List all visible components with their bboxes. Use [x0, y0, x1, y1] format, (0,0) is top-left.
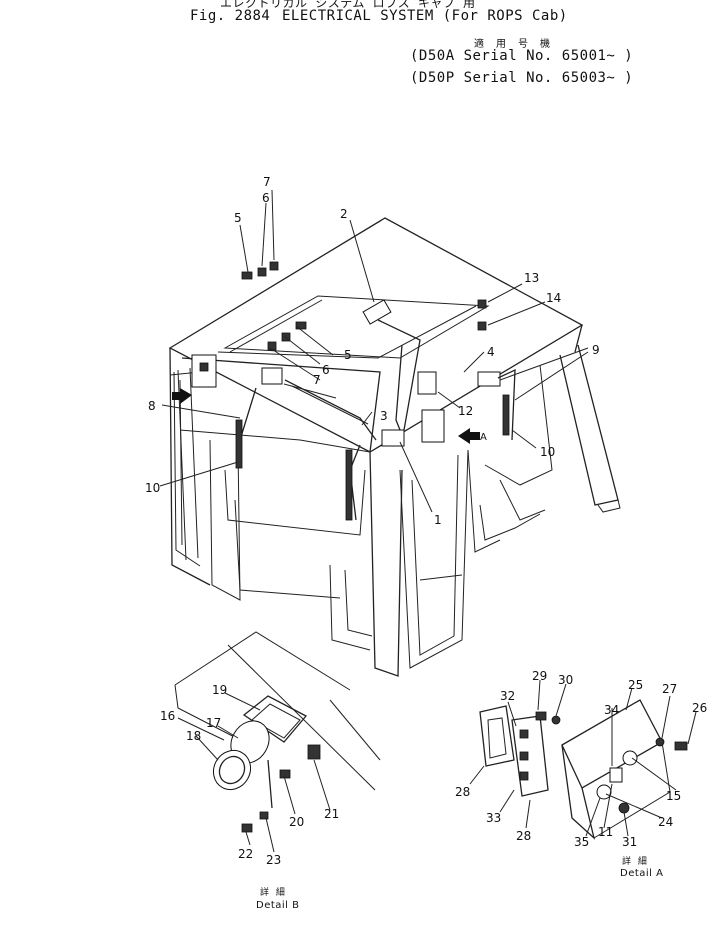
wiper-motor-right — [477, 368, 516, 441]
callout-7-top: 7 — [263, 175, 271, 189]
callout-14: 14 — [546, 291, 561, 305]
page-title: ELECTRICAL SYSTEM (For ROPS Cab) — [282, 8, 568, 24]
detail-b-jp-label: 詳 細 — [260, 886, 287, 898]
callout-15: 15 — [666, 789, 681, 803]
wiper-linkage — [284, 379, 377, 441]
bolts-top — [241, 261, 487, 351]
arrow-b-label: B — [172, 392, 179, 403]
wiper-motor-front — [345, 429, 405, 521]
callout-numbers: 1 2 3 4 5 5 6 6 7 7 8 9 10 10 11 12 13 1… — [145, 175, 707, 867]
small-lamp-left — [191, 354, 217, 388]
arrow-a-label: A — [480, 432, 487, 443]
callout-7-mid: 7 — [313, 373, 321, 387]
detail-b-drawing — [174, 631, 381, 833]
callout-5-mid: 5 — [344, 348, 352, 362]
serial-range-d50p: (D50P Serial No. 65003~ ) — [410, 70, 634, 86]
callout-4: 4 — [487, 345, 495, 359]
callout-20: 20 — [289, 815, 304, 829]
callout-13: 13 — [524, 271, 539, 285]
serial-range-d50a: (D50A Serial No. 65001~ ) — [410, 48, 634, 64]
callout-6-top: 6 — [262, 191, 270, 205]
cab-body — [169, 324, 583, 677]
callout-18: 18 — [186, 729, 201, 743]
callout-12: 12 — [458, 404, 473, 418]
detail-a-leaders — [469, 679, 697, 837]
callout-33: 33 — [486, 811, 501, 825]
callout-35: 35 — [574, 835, 589, 849]
callout-30: 30 — [558, 673, 573, 687]
wiper-motor-top — [362, 299, 421, 431]
detail-a-drawing — [479, 699, 688, 840]
rear-post — [479, 344, 621, 541]
callout-21: 21 — [324, 807, 339, 821]
callout-5-top: 5 — [234, 211, 242, 225]
fig-number: Fig. 2884 — [190, 8, 271, 24]
callout-22: 22 — [238, 847, 253, 861]
callout-28-right: 28 — [516, 829, 531, 843]
callout-23: 23 — [266, 853, 281, 867]
leader-lines — [159, 189, 589, 513]
japanese-title: エレクトリカル システム ロプス キャブ 用 — [220, 0, 476, 10]
detail-b-label: Detail B — [256, 900, 300, 911]
callout-26: 26 — [692, 701, 707, 715]
callout-34: 34 — [604, 703, 619, 717]
detail-a-label: Detail A — [620, 868, 663, 879]
wiper-motor-left — [235, 367, 283, 469]
brackets — [417, 371, 445, 443]
callout-25: 25 — [628, 678, 643, 692]
arrow-a — [458, 428, 480, 444]
detail-b-leaders — [177, 692, 331, 853]
callout-1: 1 — [434, 513, 442, 527]
callout-9: 9 — [592, 343, 600, 357]
callout-10-left: 10 — [145, 481, 160, 495]
callout-8: 8 — [148, 399, 156, 413]
callout-27: 27 — [662, 682, 677, 696]
callout-29: 29 — [532, 669, 547, 683]
applicable-models-label: 適 用 号 機 — [474, 39, 554, 50]
detail-a-jp-label: 詳 細 — [622, 855, 649, 867]
callout-32: 32 — [500, 689, 515, 703]
callout-28-left: 28 — [455, 785, 470, 799]
callout-10-right: 10 — [540, 445, 555, 459]
callout-31: 31 — [622, 835, 637, 849]
callout-19: 19 — [212, 683, 227, 697]
callout-16: 16 — [160, 709, 175, 723]
callout-6-mid: 6 — [322, 363, 330, 377]
callout-11: 11 — [598, 825, 613, 839]
callout-3: 3 — [380, 409, 388, 423]
callout-2: 2 — [340, 207, 348, 221]
callout-17: 17 — [206, 716, 221, 730]
callout-24: 24 — [658, 815, 673, 829]
arrow-b — [172, 388, 192, 404]
